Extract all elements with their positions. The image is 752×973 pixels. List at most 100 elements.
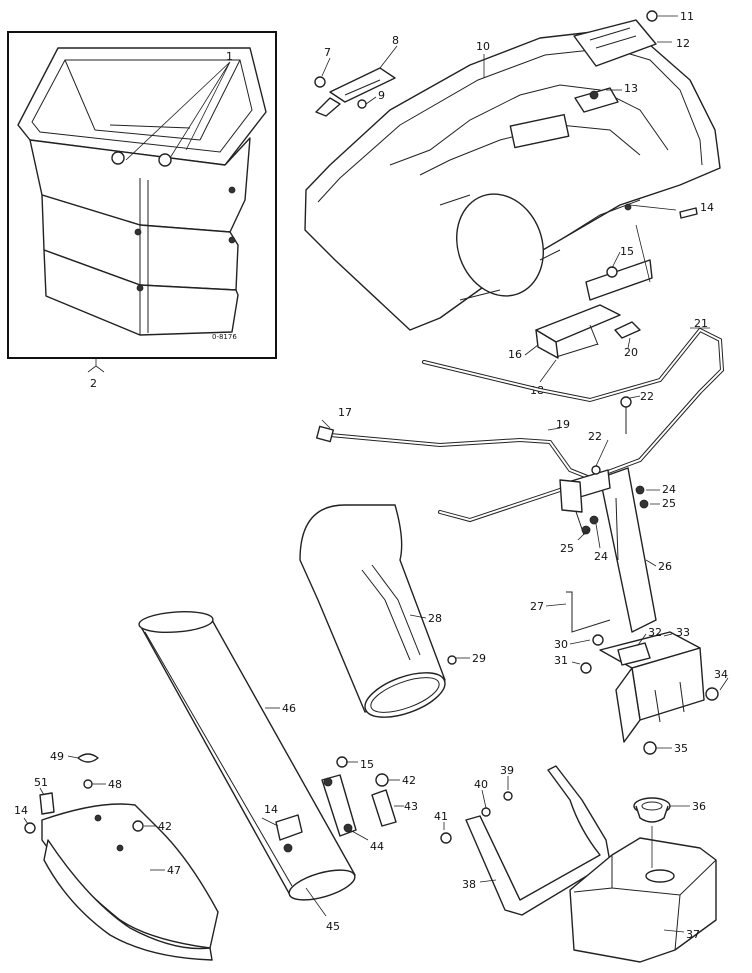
callout-1: 1 [226,50,233,63]
weight-box-37 [569,837,717,963]
mount-bracket-33 [599,631,705,743]
callout-7: 7 [324,46,331,59]
callout-24a: 24 [662,483,676,496]
nut-42a [375,773,389,787]
inset-frame [7,31,277,359]
nut-25b [581,525,591,535]
callout-14b: 14 [14,804,28,817]
cover-plate-12 [573,19,657,67]
callout-45: 45 [326,920,340,933]
callout-44: 44 [370,840,384,853]
screw-39 [503,791,513,801]
support-bracket-16 [535,304,621,359]
callout-10: 10 [476,40,490,53]
deflector-47 [41,803,219,961]
callout-33: 33 [676,626,690,639]
callout-16: 16 [508,348,522,361]
shield-38 [465,765,611,916]
callout-32: 32 [648,626,662,639]
callout-9: 9 [378,89,385,102]
callout-20: 20 [624,346,638,359]
latch-13 [574,87,619,113]
callout-36: 36 [692,800,706,813]
nut-7 [314,76,326,88]
callout-2: 2 [90,377,97,390]
callout-39: 39 [500,764,514,777]
clip-20 [614,321,641,339]
callout-13: 13 [624,82,638,95]
nut-42b [132,820,144,832]
callout-11: 11 [680,10,694,23]
callout-19: 19 [556,418,570,431]
nut-14-deflector [24,822,36,834]
screw-11 [646,10,658,22]
callout-17: 17 [338,406,352,419]
callout-41: 41 [434,810,448,823]
pin-18 [555,343,599,358]
bolt-22a [620,396,632,408]
callout-30: 30 [554,638,568,651]
hopper-inset: 1 0-8176 [7,31,277,359]
callout-26: 26 [658,560,672,573]
wing-nut-49 [77,753,99,763]
rod-27 [566,591,611,633]
screw-14-cover [679,207,698,219]
bracket-43 [371,789,397,827]
nut-15-tube [336,756,348,768]
callout-14a: 14 [700,201,714,214]
bracket-14-tube [275,814,303,841]
callout-38: 38 [462,878,476,891]
callout-47: 47 [167,864,181,877]
callout-40: 40 [474,778,488,791]
bolt-30 [592,634,604,646]
clamp-44 [321,774,357,837]
callout-35: 35 [674,742,688,755]
callout-12: 12 [676,37,690,50]
screw-48 [83,779,93,789]
plate-32 [617,642,651,666]
callout-15b: 15 [360,758,374,771]
callout-25b: 25 [560,542,574,555]
bracket-15 [585,259,653,301]
callout-25a: 25 [662,497,676,510]
callout-51: 51 [34,776,48,789]
frame-rod-19 [328,433,592,480]
callout-42a: 42 [402,774,416,787]
callout-37: 37 [686,928,700,941]
washer-24a [635,485,645,495]
bolt-1b [158,153,172,167]
bracket-51 [39,792,55,815]
callout-24b: 24 [594,550,608,563]
callout-34: 34 [714,668,728,681]
callout-29: 29 [472,652,486,665]
callout-43: 43 [404,800,418,813]
callout-15a: 15 [620,245,634,258]
callout-48: 48 [108,778,122,791]
nut-34 [705,687,719,701]
screw-29 [447,655,457,665]
callout-21: 21 [694,317,708,330]
frame-rod-21 [422,327,725,523]
bolt-1a [111,151,125,165]
callout-8: 8 [392,34,399,47]
callout-42b: 42 [158,820,172,833]
bolt-31 [580,662,592,674]
elbow-chute-28 [299,504,446,718]
callout-14c: 14 [264,803,278,816]
hopper-bag [17,47,267,336]
bolt-22b [591,465,601,475]
cap-17 [315,425,335,443]
clamp-plate [559,479,583,513]
hinge-bracket-8 [315,67,396,117]
callout-27: 27 [530,600,544,613]
nut-35 [643,741,657,755]
callout-46: 46 [282,702,296,715]
washer-24b [589,515,599,525]
nut-25a [639,499,649,509]
callout-22a: 22 [640,390,654,403]
washer-40 [481,807,491,817]
nut-41 [440,832,452,844]
drawing-code: 0-8176 [212,333,237,341]
callout-49: 49 [50,750,64,763]
